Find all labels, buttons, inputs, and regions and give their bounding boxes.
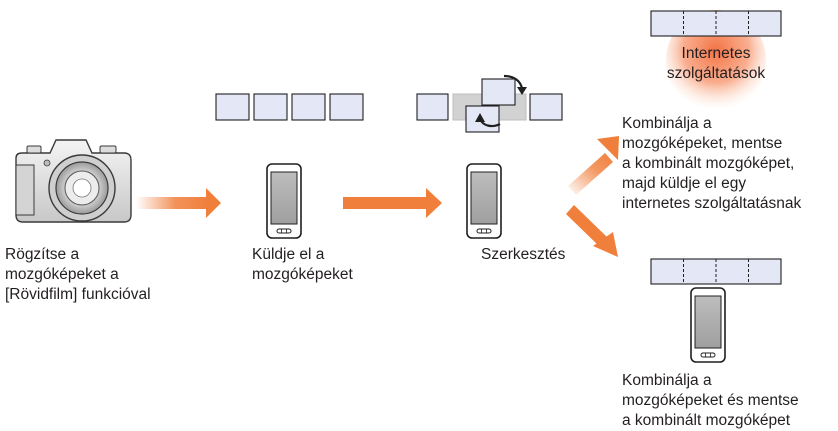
arrow-right-icon: [568, 136, 619, 195]
arrow-right-icon: [566, 205, 618, 257]
record-step-label: Rögzítse a mozgóképeket a [Rövidfilm] fu…: [5, 245, 151, 305]
edit-step-label: Szerkesztés: [481, 245, 565, 265]
service-line-2: szolgáltatások: [666, 65, 766, 82]
camera-icon: [15, 139, 132, 223]
combine-send-line-3: a kombinált mozgóképet,: [622, 155, 795, 172]
combined-movie-strip: [650, 10, 782, 37]
swap-arrows-icon: [475, 74, 527, 128]
editing-clips: [416, 74, 563, 133]
video-clips: [215, 93, 364, 121]
combine-save-line-3: a kombinált mozgóképet: [622, 412, 791, 429]
record-line-2: mozgóképeket a: [5, 266, 119, 283]
combine-send-line-5: internetes szolgáltatásnak: [622, 195, 802, 212]
record-line-1: Rögzítse a: [5, 246, 80, 263]
combine-send-label: Kombinálja a mozgóképeket, mentse a komb…: [622, 114, 801, 214]
send-step-label: Küldje el a mozgóképeket: [252, 245, 353, 285]
combined-movie-strip: [650, 258, 782, 285]
arrow-right-icon: [136, 188, 221, 218]
combine-save-line-2: mozgóképeket és mentse: [622, 392, 799, 409]
arrow-right-icon: [343, 188, 442, 218]
combine-send-line-2: mozgóképeket, mentse: [622, 135, 783, 152]
smartphone-icon: [690, 287, 726, 363]
smartphone-icon: [266, 163, 302, 239]
combine-send-line-4: majd küldje el egy: [622, 175, 747, 192]
record-line-3: [Rövidfilm] funkcióval: [5, 286, 151, 303]
send-line-2: mozgóképeket: [252, 266, 353, 283]
edit-line: Szerkesztés: [481, 246, 566, 263]
combine-save-label: Kombinálja a mozgóképeket és mentse a ko…: [622, 371, 799, 431]
send-line-1: Küldje el a: [252, 246, 325, 263]
combine-save-line-1: Kombinálja a: [622, 372, 712, 389]
internet-service-label: Internetes szolgáltatások: [656, 44, 776, 84]
service-line-1: Internetes: [681, 45, 751, 62]
combine-send-line-1: Kombinálja a: [622, 115, 712, 132]
smartphone-icon: [466, 163, 502, 239]
